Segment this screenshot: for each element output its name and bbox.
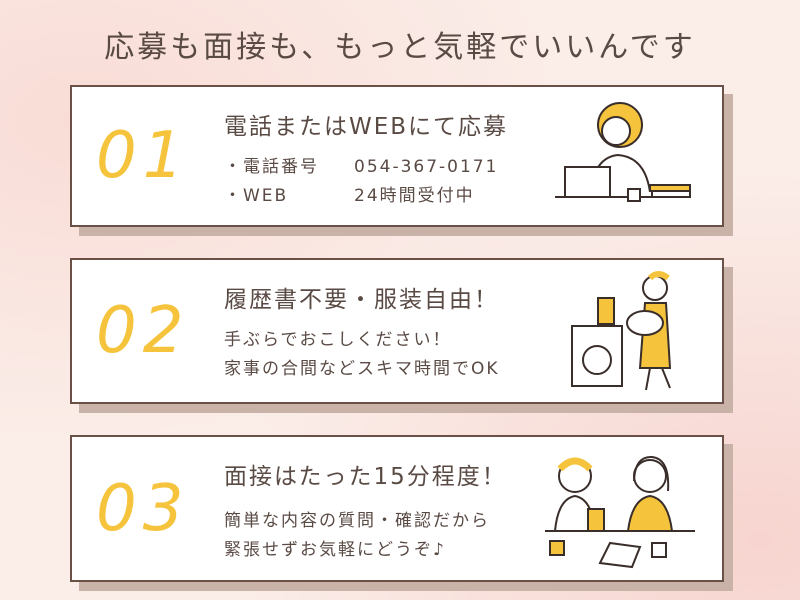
step-body: ・電話番号 054-367-0171 ・WEB 24時間受付中 [224,153,498,211]
step-number: 02 [96,294,190,368]
step-body: 手ぶらでおこしください！ 家事の合間などスキマ時間でOK [224,326,500,384]
body-line: 家事の合間などスキマ時間でOK [224,359,500,379]
step-heading: 電話またはWEBにて応募 [222,107,513,147]
step-number: 01 [96,119,190,193]
page-title: 応募も面接も、もっと気軽でいいんです [104,30,696,65]
body-line: 手ぶらでおこしください！ [224,330,452,350]
web-label: ・WEB [224,186,289,206]
step-heading: 履歴書不要・服装自由！ [222,280,503,320]
step-card-1: 01 電話またはWEBにて応募 ・電話番号 054-367-0171 ・WEB 24… [70,85,724,227]
step-card-2: 02 履歴書不要・服装自由！ 手ぶらでおこしください！ 家事の合間などスキマ時間… [70,258,724,404]
step-card-3: 03 面接はたった15分程度！ 簡単な内容の質問・確認だから 緊張せずお気軽にど… [70,435,724,582]
body-line: 簡単な内容の質問・確認だから [224,511,490,531]
step-body: 簡単な内容の質問・確認だから 緊張せずお気軽にどうぞ♪ [224,507,490,565]
step-heading: 面接はたった15分程度！ [222,457,511,497]
laundry-woman-illustration [571,271,672,391]
web-hours: 24時間受付中 [354,186,475,206]
body-line: 緊張せずお気軽にどうぞ♪ [224,540,446,560]
step-number: 03 [96,471,190,546]
phone-number[interactable]: 054-367-0171 [354,157,499,177]
woman-on-phone-illustration [555,102,691,202]
phone-label: ・電話番号 [224,157,319,177]
interview-illustration [545,455,695,569]
